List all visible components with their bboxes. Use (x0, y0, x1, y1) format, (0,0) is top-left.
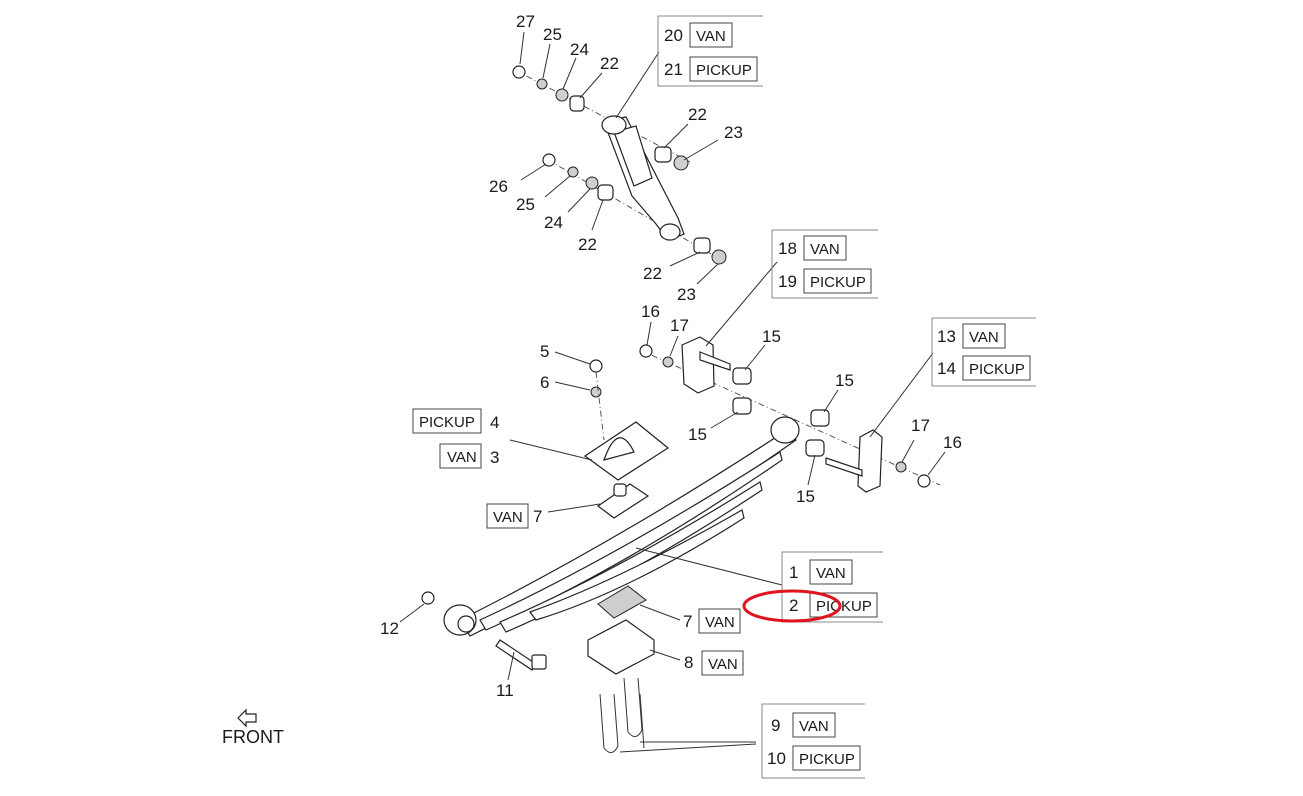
table-label: PICKUP (816, 598, 872, 615)
table-label: VAN (810, 241, 840, 258)
inline-tags: PICKUP VAN VAN VAN VAN (412, 408, 744, 676)
table-number: 20 (664, 26, 683, 45)
shock-absorber-group (512, 65, 727, 265)
table-label: PICKUP (969, 361, 1025, 378)
table-label: PICKUP (810, 274, 866, 291)
callout-12: 12 (380, 619, 399, 638)
callout-16: 16 (943, 433, 962, 452)
callout-15: 15 (762, 327, 781, 346)
front-arrow-icon (237, 708, 257, 728)
callout-22: 22 (578, 235, 597, 254)
callout-numbers: 27 25 24 22 22 23 26 25 24 22 22 23 16 1… (380, 12, 962, 700)
front-label: FRONT (222, 727, 284, 747)
callout-7: 7 (683, 612, 692, 631)
callout-15: 15 (796, 487, 815, 506)
callout-24: 24 (570, 40, 589, 59)
table-label: VAN (969, 329, 999, 346)
tag-pickup-4: PICKUP (419, 414, 475, 431)
table-number: 19 (778, 272, 797, 291)
variant-table-shock: 20 VAN 21 PICKUP (657, 15, 763, 87)
callout-26: 26 (489, 177, 508, 196)
tag-van-8: VAN (708, 656, 738, 673)
callout-23: 23 (724, 123, 743, 142)
callout-16: 16 (641, 302, 660, 321)
table-label: VAN (696, 28, 726, 45)
highlight-circle (742, 589, 842, 623)
callout-22: 22 (600, 54, 619, 73)
callout-8: 8 (684, 653, 693, 672)
variant-table-shackle: 18 VAN 19 PICKUP (771, 229, 878, 299)
callout-17: 17 (911, 416, 930, 435)
table-number: 14 (937, 359, 956, 378)
leaf-spring-group (443, 416, 800, 637)
shackle-leaders (646, 321, 946, 486)
table-number: 21 (664, 60, 683, 79)
table-label: VAN (816, 565, 846, 582)
shock-leaders (519, 31, 719, 285)
callout-24: 24 (544, 213, 563, 232)
table-number: 13 (937, 327, 956, 346)
callout-11: 11 (496, 681, 514, 700)
center-leaders (399, 351, 757, 753)
rear-shackle-group (825, 352, 934, 493)
tag-van-7-lower: VAN (705, 614, 735, 631)
callout-27: 27 (516, 12, 535, 31)
variant-table-rear-shackle: 13 VAN 14 PICKUP (931, 317, 1036, 387)
callout-25: 25 (516, 195, 535, 214)
callout-22: 22 (688, 105, 707, 124)
callout-5: 5 (540, 342, 549, 361)
tag-van-3: VAN (447, 449, 477, 466)
callout-23: 23 (677, 285, 696, 304)
table-number: 2 (789, 596, 798, 615)
table-label: VAN (799, 718, 829, 735)
callout-25: 25 (543, 25, 562, 44)
center-parts-group (421, 359, 670, 753)
tag-van-7: VAN (493, 509, 523, 526)
callout-17: 17 (670, 316, 689, 335)
table-number: 9 (771, 716, 780, 735)
callout-15: 15 (688, 425, 707, 444)
front-shackle-group (639, 261, 941, 486)
table-number: 1 (789, 563, 798, 582)
callout-22: 22 (643, 264, 662, 283)
table-number: 10 (767, 749, 786, 768)
table-label: PICKUP (696, 62, 752, 79)
variant-table-ubolt: 9 VAN 10 PICKUP (761, 703, 865, 779)
callout-6: 6 (540, 373, 549, 392)
variant-table-spring: 1 VAN 2 PICKUP (742, 551, 883, 623)
front-indicator: FRONT (222, 708, 284, 747)
table-number: 18 (778, 239, 797, 258)
callout-3: 3 (490, 448, 499, 467)
callout-4: 4 (490, 413, 499, 432)
callout-7: 7 (533, 507, 542, 526)
callout-15: 15 (835, 371, 854, 390)
table-label: PICKUP (799, 751, 855, 768)
